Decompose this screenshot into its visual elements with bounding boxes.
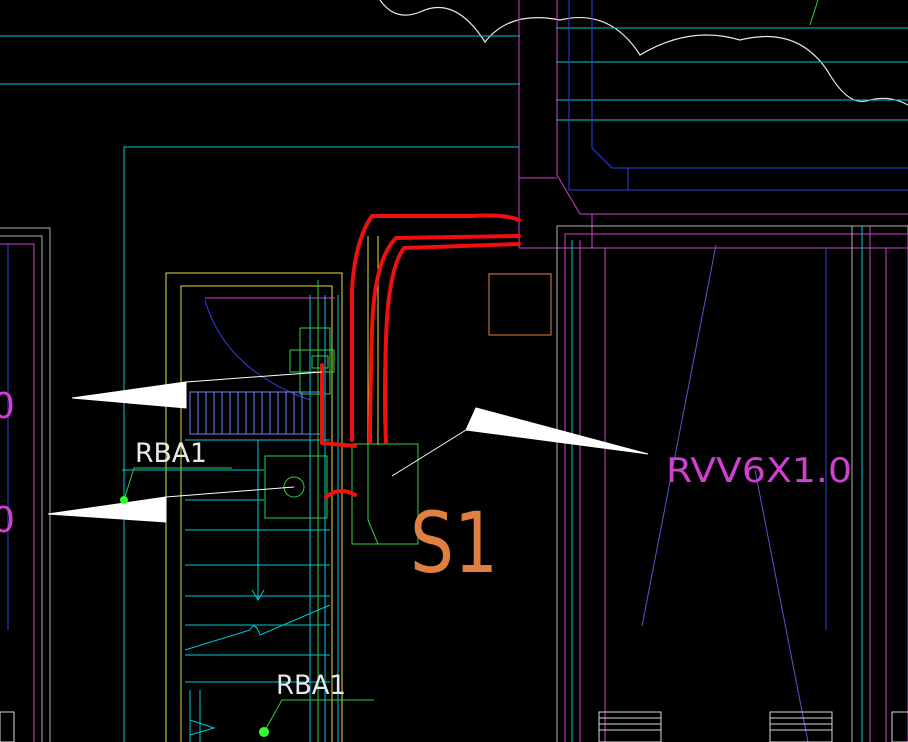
blue-duct-inner [568, 0, 908, 191]
red-cable-route [320, 213, 521, 499]
diagonal-cable-lines [641, 244, 809, 742]
rba1-leaders [123, 467, 374, 733]
cable-spec-label: RVV6X1.0 [666, 451, 852, 491]
stair-shaft-frame [165, 236, 379, 742]
s1-node-label: S1 [410, 494, 498, 592]
rba1-upper-label: RBA1 [135, 438, 207, 469]
right-room-walls [556, 225, 908, 742]
leader-arrows [47, 371, 649, 523]
green-leader-top [809, 0, 819, 26]
rba1-upper-point[interactable] [120, 496, 128, 504]
rba1-lower-label: RBA1 [276, 670, 346, 701]
left-wall [0, 227, 51, 742]
orange-equipment-box[interactable] [488, 273, 552, 336]
top-cyan-lines [0, 27, 908, 121]
revision-cloud [379, 0, 908, 106]
left-digit-upper: 0 [0, 386, 15, 427]
left-digit-lower: 0 [0, 500, 15, 541]
floor-fixtures [598, 711, 908, 742]
magenta-duct [518, 0, 908, 249]
rba1-lower-point[interactable] [259, 727, 269, 737]
cyan-room-outline [123, 146, 519, 742]
